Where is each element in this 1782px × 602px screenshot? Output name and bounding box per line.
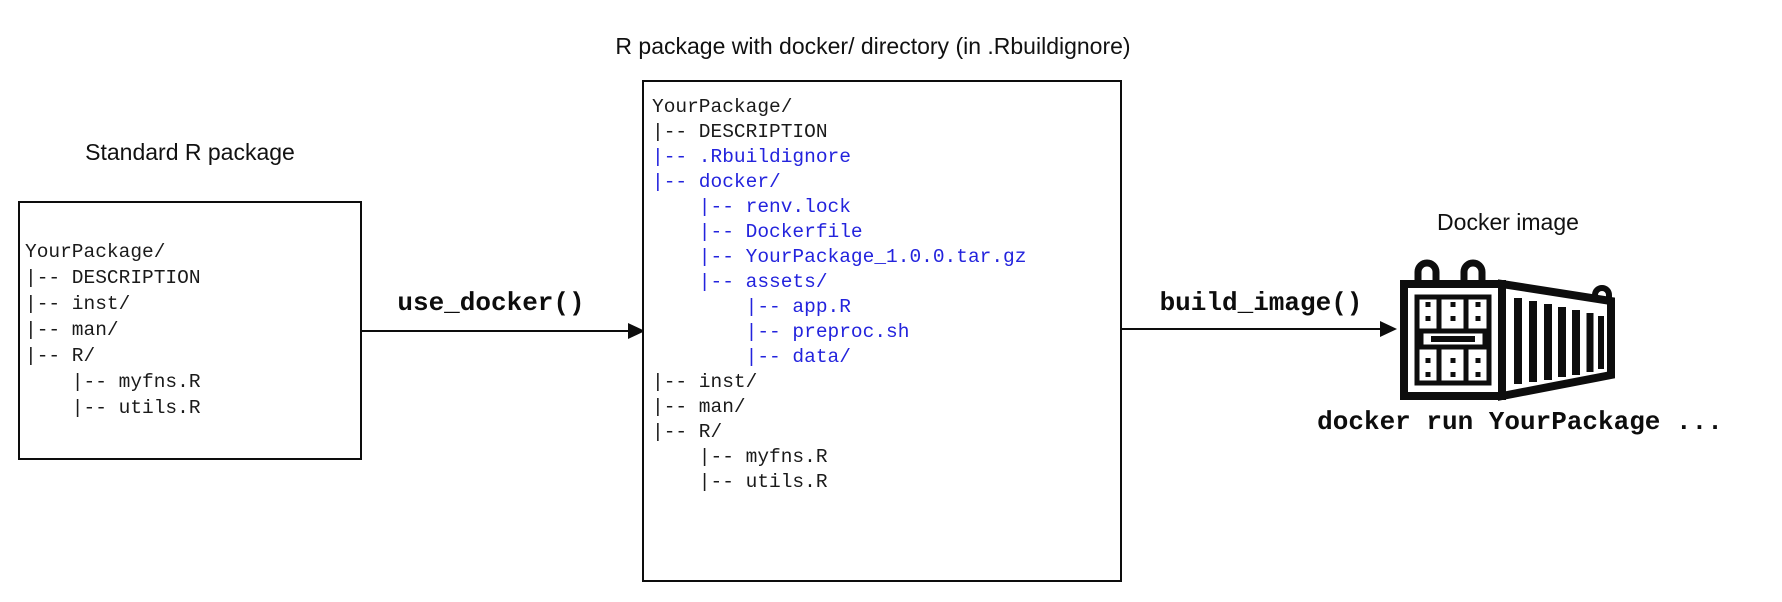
middle-panel-title: R package with docker/ directory (in .Rb… xyxy=(615,33,1131,59)
build-image-arrowhead-icon xyxy=(1380,321,1397,337)
tree-line: |-- assets/ xyxy=(652,271,828,293)
tree-line: |-- .Rbuildignore xyxy=(652,146,851,168)
tree-line: |-- myfns.R xyxy=(652,446,828,468)
middle-tree-box xyxy=(642,80,1122,582)
docker-container-icon xyxy=(1398,254,1622,409)
tree-line: |-- data/ xyxy=(652,346,851,368)
tree-line: YourPackage/ xyxy=(25,241,166,263)
tree-line: |-- renv.lock xyxy=(652,196,851,218)
build-image-arrow-label: build_image() xyxy=(1159,288,1363,318)
tree-line: |-- R/ xyxy=(652,421,723,443)
tree-line: |-- inst/ xyxy=(652,371,758,393)
left-file-tree: YourPackage/ |-- DESCRIPTION |-- inst/ |-- … xyxy=(25,239,201,421)
tree-line: |-- Dockerfile xyxy=(652,221,863,243)
tree-line: |-- utils.R xyxy=(652,471,828,493)
tree-line: |-- YourPackage_1.0.0.tar.gz xyxy=(652,246,1027,268)
tree-line: |-- utils.R xyxy=(25,397,201,419)
use-docker-arrow-label: use_docker() xyxy=(397,288,585,318)
use-docker-arrowhead-icon xyxy=(628,323,645,339)
docker-run-caption: docker run YourPackage ... xyxy=(1317,407,1723,437)
tree-line: |-- DESCRIPTION xyxy=(25,267,201,289)
tree-line: |-- inst/ xyxy=(25,293,131,315)
left-panel-title: Standard R package xyxy=(85,139,295,165)
tree-line: |-- myfns.R xyxy=(25,371,201,393)
docker-image-title: Docker image xyxy=(1437,209,1579,235)
build-image-arrow-line xyxy=(1122,328,1382,330)
tree-line: |-- man/ xyxy=(652,396,746,418)
tree-line: |-- DESCRIPTION xyxy=(652,121,828,143)
use-docker-arrow-line xyxy=(362,330,630,332)
middle-file-tree: YourPackage/ |-- DESCRIPTION |-- .Rbuildig… xyxy=(652,95,1026,495)
tree-line: |-- R/ xyxy=(25,345,96,367)
tree-line: |-- docker/ xyxy=(652,171,781,193)
tree-line: YourPackage/ xyxy=(652,96,793,118)
tree-line: |-- preproc.sh xyxy=(652,321,910,343)
tree-line: |-- app.R xyxy=(652,296,851,318)
left-tree-box xyxy=(18,201,362,460)
tree-line: |-- man/ xyxy=(25,319,119,341)
